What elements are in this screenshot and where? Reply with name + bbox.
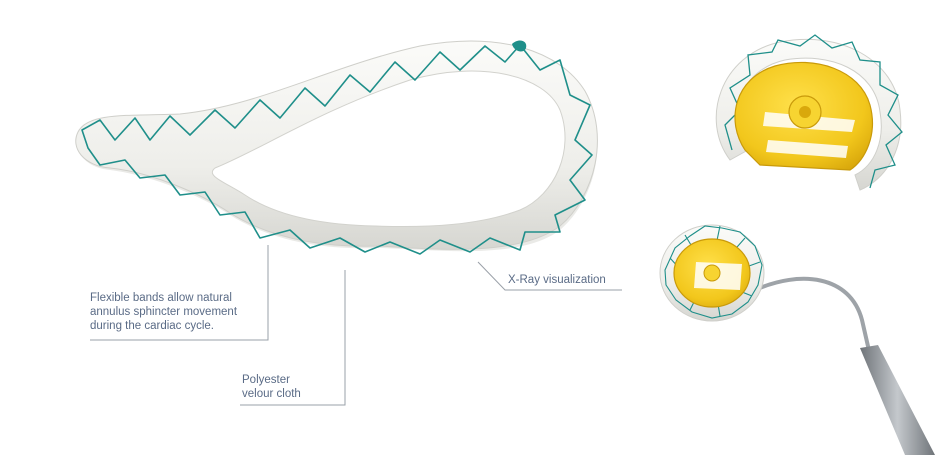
leader-polyester <box>240 270 346 406</box>
leader-flexible-bands <box>90 245 269 341</box>
holder-bottom-hub <box>703 264 721 282</box>
callout-polyester-velour: Polyester velour cloth <box>242 374 301 400</box>
band-knot <box>512 40 527 52</box>
holder-top-slot-2 <box>766 140 848 158</box>
holder-top-hub-hole <box>799 106 811 118</box>
leader-xray <box>477 261 622 291</box>
ring-on-holder-top <box>715 34 903 191</box>
callout-flexible-bands: Flexible bands allow natural annulus sph… <box>90 292 238 332</box>
band-stitching <box>81 44 593 255</box>
handle-grip <box>860 345 935 455</box>
handle-shaft <box>753 276 872 357</box>
band-inner-opening <box>212 70 566 228</box>
callout-xray-visualization: X-Ray visualization <box>508 274 606 286</box>
ring-top-cloth <box>715 38 902 191</box>
annuloplasty-band <box>75 40 598 255</box>
leader-lines <box>90 245 622 406</box>
ring-with-handle <box>659 224 935 455</box>
ring-top-stitching <box>724 34 903 189</box>
